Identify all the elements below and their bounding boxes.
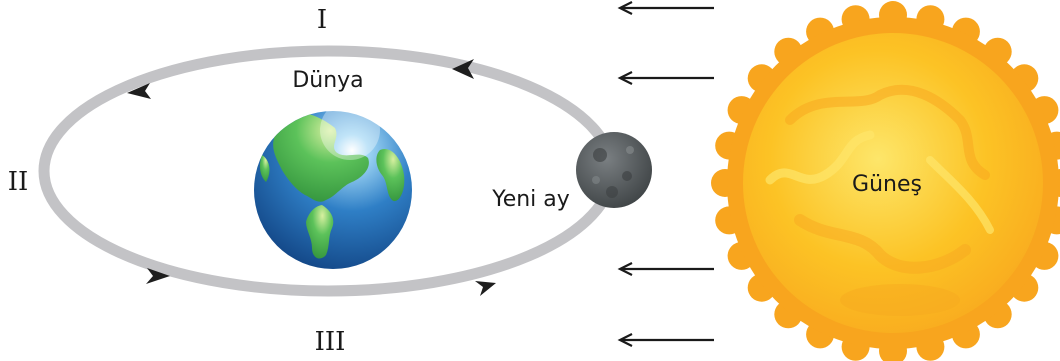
sun-label: Güneş [852, 172, 922, 197]
orbit-arrows [127, 59, 496, 296]
moon-label: Yeni ay [491, 187, 570, 212]
position-3-label: III [315, 327, 346, 357]
earth-label: Dünya [292, 68, 363, 93]
moon-icon [576, 132, 652, 208]
sunlight-arrow-icon [617, 71, 714, 85]
sunlight-arrows [617, 1, 714, 347]
sunlight-arrow-icon [617, 262, 714, 276]
orbit-arrow-icon [475, 281, 496, 296]
sunlight-arrow-icon [617, 1, 714, 15]
position-2-label: II [8, 167, 29, 197]
orbit-arrow-icon [146, 268, 170, 284]
orbit-arrow-icon [127, 83, 151, 99]
orbit-arrow-icon [452, 59, 474, 79]
position-1-label: I [317, 5, 327, 35]
earth-icon [254, 100, 412, 269]
sun-icon [711, 1, 1060, 361]
sunlight-arrow-icon [617, 333, 714, 347]
